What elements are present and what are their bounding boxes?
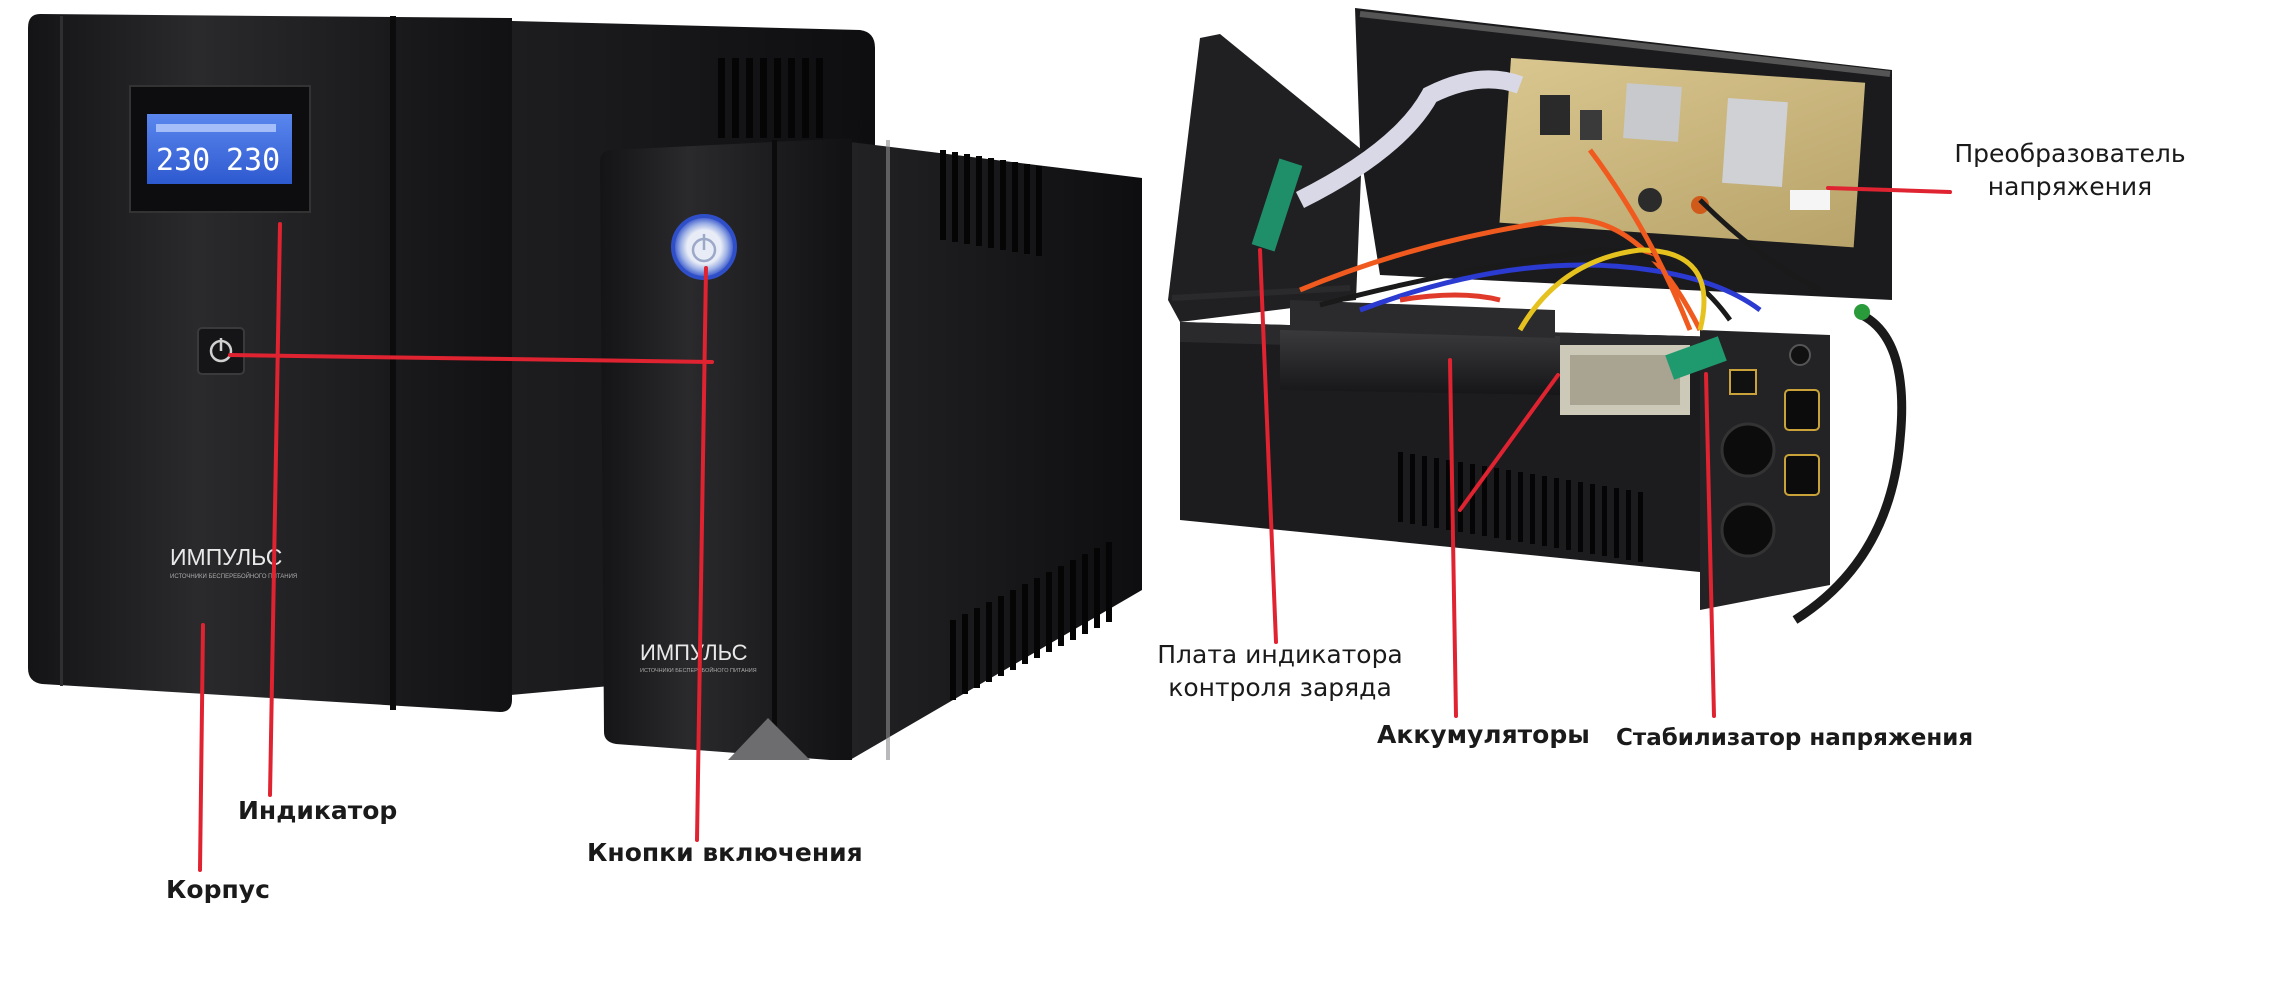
opened-ups-front-panel xyxy=(1168,34,1362,322)
charge-indicator-board xyxy=(1251,158,1303,252)
power-cord xyxy=(1792,311,1907,624)
callout-line-charge-board xyxy=(1258,248,1278,644)
lcd-output-value: 230 xyxy=(226,143,280,178)
label-batteries: Аккумуляторы xyxy=(1377,720,1590,749)
callout-line-body xyxy=(198,623,205,872)
callout-line-stabilizer xyxy=(1704,372,1716,718)
label-power-buttons: Кнопки включения xyxy=(587,838,863,867)
label-charge-indicator-board-line2: контроля заряда xyxy=(1168,673,1392,702)
callout-line-batteries-diagonal xyxy=(1458,373,1560,512)
large-ups-brand-logo: ИМПУЛЬС xyxy=(170,544,282,570)
callout-line-converter xyxy=(1826,186,1952,194)
small-ups-top-vents xyxy=(940,150,1042,256)
large-ups-power-button xyxy=(197,327,245,375)
stabilizer-transformer xyxy=(1560,345,1690,415)
label-voltage-converter: Преобразователь напряжения xyxy=(1940,137,2200,203)
label-charge-indicator-board: Плата индикатора контроля заряда xyxy=(1110,638,1450,704)
small-ups-brand-logo: ИМПУЛЬС xyxy=(640,640,748,665)
large-ups-top-vents xyxy=(718,58,823,138)
lcd-input-value: 230 xyxy=(156,143,210,178)
schuko-outlet-icon xyxy=(1720,422,1776,478)
iec-outlet-icon xyxy=(1784,389,1820,431)
callout-line-power-buttons xyxy=(695,266,708,842)
label-stabilizer: Стабилизатор напряжения xyxy=(1616,725,1974,751)
small-ups-unit: ИМПУЛЬС ИСТОЧНИКИ БЕСПЕРЕБОЙНОГО ПИТАНИЯ xyxy=(600,138,1142,760)
callout-line-indicator xyxy=(268,222,282,797)
internal-wiring xyxy=(1299,148,1822,332)
lcd-indicator-panel: 230 230 xyxy=(129,85,311,213)
label-voltage-converter-line2: напряжения xyxy=(1987,172,2153,201)
callout-lines xyxy=(198,186,1952,872)
iec-outlet-icon xyxy=(1784,454,1820,496)
opened-ups-rear-panel xyxy=(1700,330,1830,610)
batteries xyxy=(1280,300,1560,395)
label-indicator: Индикатор xyxy=(238,796,398,825)
small-ups-front xyxy=(600,138,852,760)
label-charge-indicator-board-line1: Плата индикатора xyxy=(1157,640,1403,669)
callout-line-power-buttons-horizontal xyxy=(228,353,714,364)
schuko-outlet-icon xyxy=(1720,502,1776,558)
small-ups-bottom-vents xyxy=(950,542,1112,700)
ribbon-cable xyxy=(1295,70,1524,209)
large-ups-brand-subtitle: ИСТОЧНИКИ БЕСПЕРЕБОЙНОГО ПИТАНИЯ xyxy=(170,572,297,580)
inverter-pcb xyxy=(1499,57,1866,248)
label-body: Корпус xyxy=(166,875,270,904)
opened-ups-unit xyxy=(1168,8,1907,624)
small-ups-bottom-trim xyxy=(728,718,810,760)
small-ups-side xyxy=(850,142,1142,760)
callout-line-batteries xyxy=(1448,358,1458,718)
label-voltage-converter-line1: Преобразователь xyxy=(1954,139,2186,168)
opened-ups-vents xyxy=(1398,452,1643,562)
stabilizer-board xyxy=(1665,336,1727,380)
